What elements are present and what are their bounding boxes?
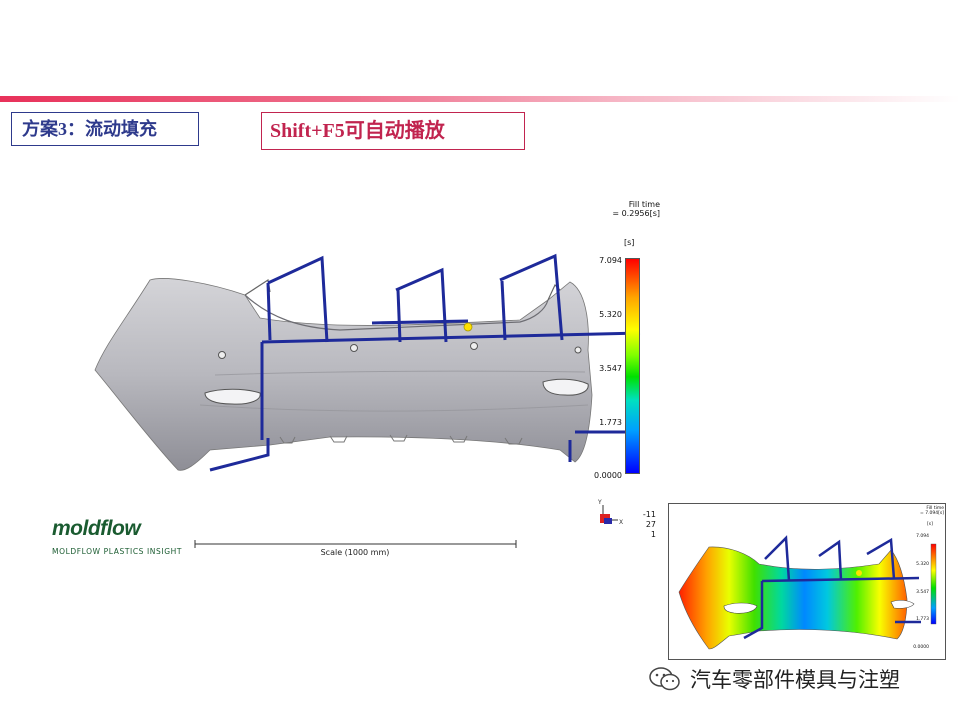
thumbnail-legend-tick: 3.547 [916, 590, 929, 595]
watermark-text: 汽车零部件模具与注塑 [690, 668, 900, 692]
sensor-hole [470, 342, 478, 350]
thumbnail-legend-tick: 5.320 [916, 562, 929, 567]
thumbnail-legend-unit: [s] [927, 522, 933, 527]
legend-unit: [s] [624, 238, 635, 247]
header-stripe [0, 96, 960, 102]
rotation-y: 27 [645, 520, 656, 529]
legend-title-value: = 0.2956[s] [612, 209, 660, 218]
legend-tick: 0.0000 [594, 471, 622, 480]
legend-title: Fill time = 0.2956[s] [590, 200, 660, 218]
legend-title-line: Fill time [628, 200, 660, 209]
rotation-z: 1 [650, 530, 656, 539]
thumbnail-render [678, 535, 937, 650]
sensor-hole [350, 344, 358, 352]
thumbnail-bumper [678, 546, 908, 650]
bumper-bottom-tabs [279, 434, 523, 445]
thumbnail-legend-title-line: Fill time [926, 506, 944, 511]
svg-text:Y: Y [597, 499, 602, 506]
legend-tick: 3.547 [599, 364, 622, 373]
logo-subtitle: MOLDFLOW PLASTICS INSIGHT [52, 547, 183, 556]
bumper-crease-lower [199, 404, 589, 412]
bumper-crease-upper [214, 370, 586, 376]
thumbnail-legend-bar [930, 543, 937, 625]
thumbnail-legend-tick: 0.0000 [913, 645, 929, 650]
thumbnail-legend-tick: 7.094 [916, 534, 929, 539]
legend-tick: 5.320 [599, 310, 622, 319]
shortcut-hint: Shift+F5可自动播放 [261, 112, 525, 150]
left-reflector-slot [204, 388, 261, 405]
rotation-x: -11 [642, 510, 656, 519]
bumper-upper-lip [244, 294, 549, 331]
svg-text:X: X [619, 519, 623, 526]
orientation-triad: Y X [597, 499, 623, 526]
thumbnail-legend-title-value: = 7.094[s] [920, 511, 944, 516]
legend-tick: 7.094 [599, 256, 622, 265]
sensor-hole [218, 351, 226, 359]
scale-bar [194, 540, 517, 548]
legend-tick: 1.773 [599, 418, 622, 427]
right-reflector-slot [542, 378, 589, 396]
scale-label: Scale (1000 mm) [320, 548, 390, 557]
fill-result-thumbnail[interactable]: Fill time = 7.094[s] [s] 7.094 5.320 3.5… [668, 503, 946, 660]
rotation-values: -11 27 1 [636, 510, 656, 540]
wechat-icon [649, 667, 680, 691]
cold-runner-segment [371, 319, 469, 325]
runner-system [209, 253, 641, 472]
bumper-part [94, 278, 593, 471]
moldflow-logo: moldflow [52, 517, 141, 540]
legend-color-bar [625, 258, 640, 474]
scheme-title: 方案3：流动填充 [11, 112, 199, 146]
injection-gate-marker [463, 322, 473, 332]
bracket [244, 278, 271, 296]
sensor-hole [574, 346, 582, 354]
thumbnail-legend-title: Fill time = 7.094[s] [904, 506, 944, 516]
thumbnail-legend-tick: 1.773 [916, 617, 929, 622]
watermark: 汽车零部件模具与注塑 [648, 664, 948, 694]
